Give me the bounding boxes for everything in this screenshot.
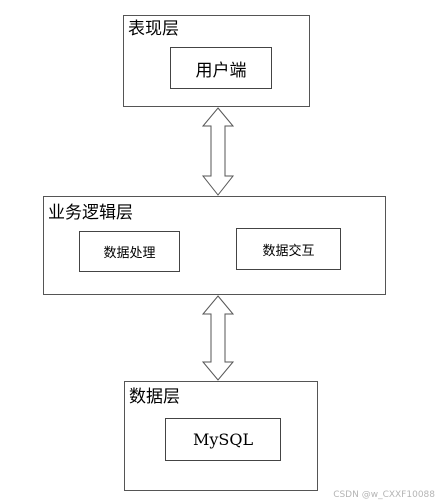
data-interaction-box: 数据交互 xyxy=(236,228,341,270)
double-arrow-top xyxy=(201,107,235,196)
mysql-component-box: MySQL xyxy=(165,418,281,461)
client-component-label: 用户端 xyxy=(195,60,247,81)
data-processing-label: 数据处理 xyxy=(103,246,156,261)
client-component-box: 用户端 xyxy=(170,47,272,89)
presentation-layer-title: 表现层 xyxy=(128,19,179,39)
mysql-component-label: MySQL xyxy=(192,430,254,449)
watermark: CSDN @w_CXXF10088 xyxy=(333,490,435,500)
data-processing-box: 数据处理 xyxy=(79,231,180,272)
double-arrow-bottom xyxy=(201,295,235,381)
data-layer-title: 数据层 xyxy=(129,387,180,407)
business-layer-title: 业务逻辑层 xyxy=(48,203,133,223)
data-interaction-label: 数据交互 xyxy=(262,243,315,259)
